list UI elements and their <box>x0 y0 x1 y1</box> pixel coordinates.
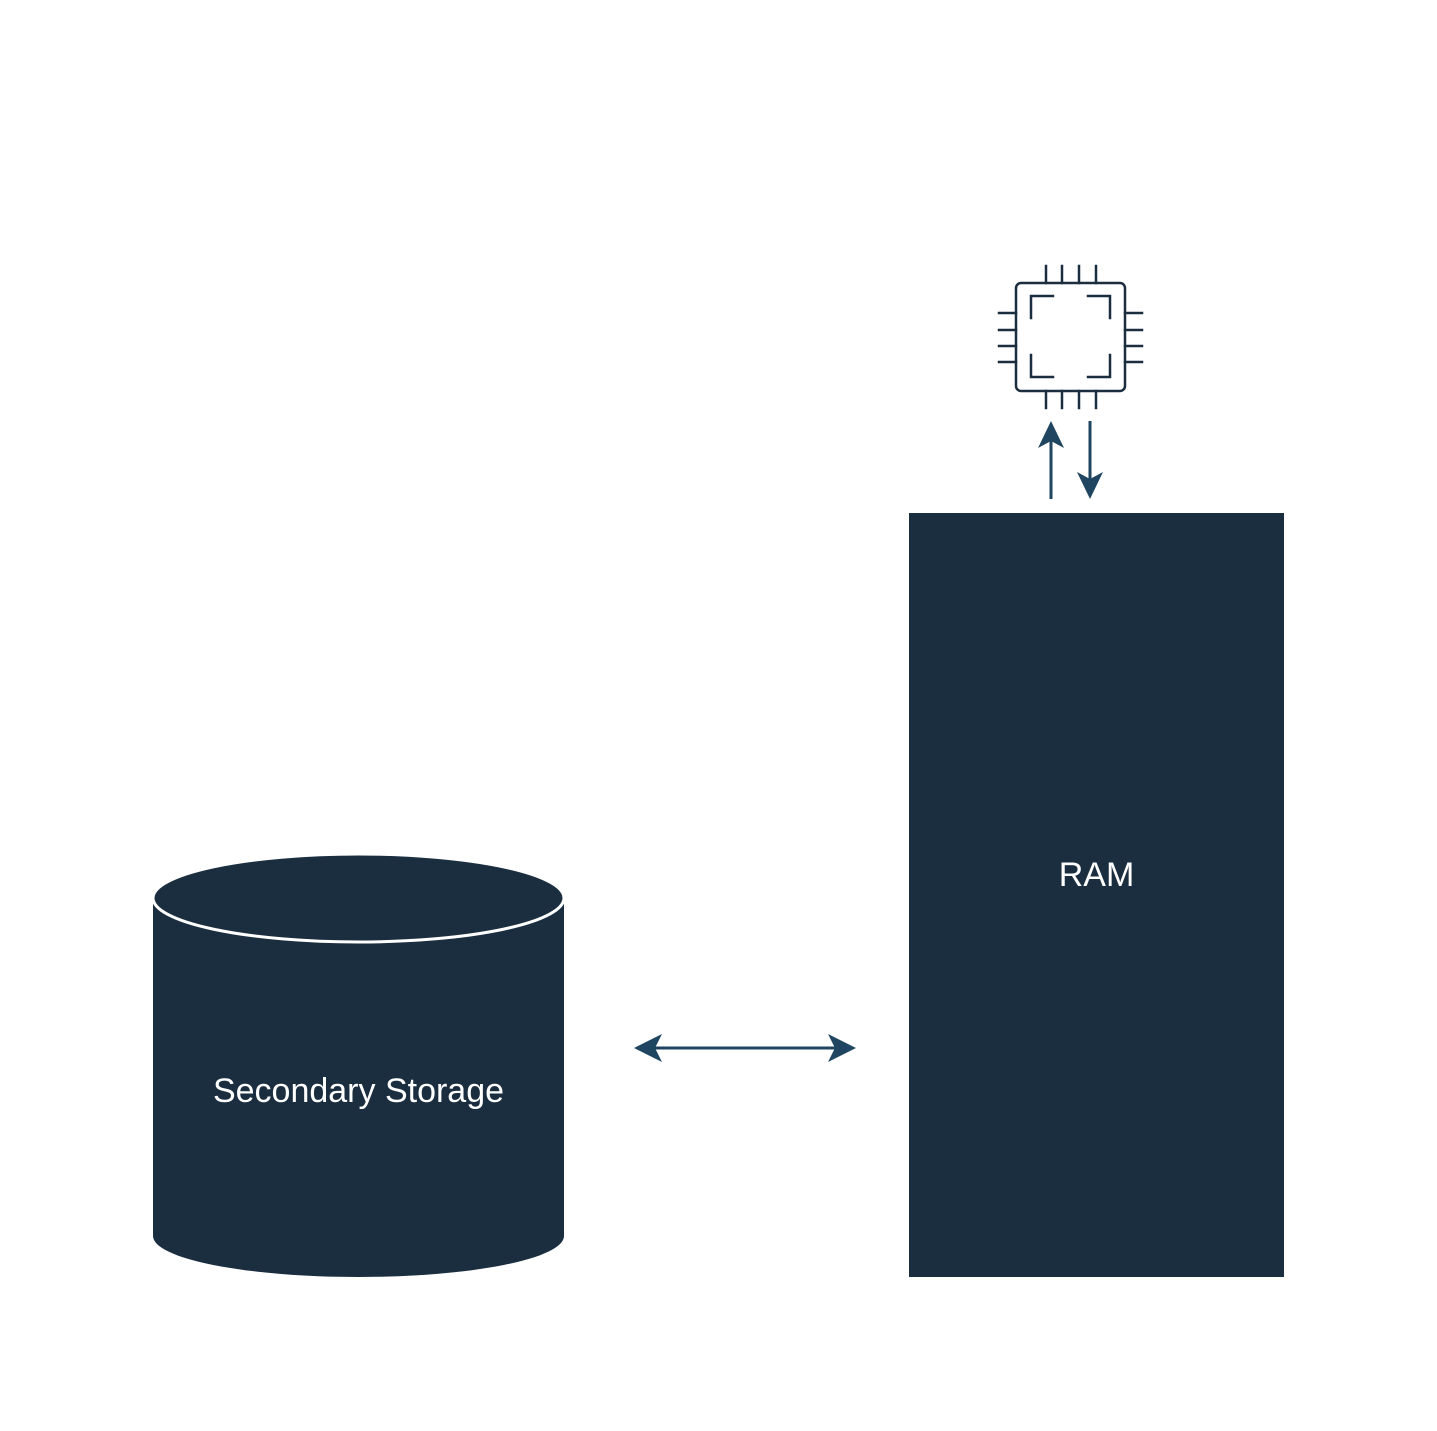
cpu-to-ram-arrow <box>1077 421 1103 499</box>
ram-node <box>909 513 1284 1277</box>
ram-to-cpu-arrow <box>1038 421 1064 499</box>
cpu-chip-icon <box>997 264 1144 410</box>
secondary-storage-node <box>151 852 566 1277</box>
cylinder-top <box>151 852 566 944</box>
database-icon <box>153 857 564 1277</box>
storage-ram-arrow <box>634 1034 856 1062</box>
